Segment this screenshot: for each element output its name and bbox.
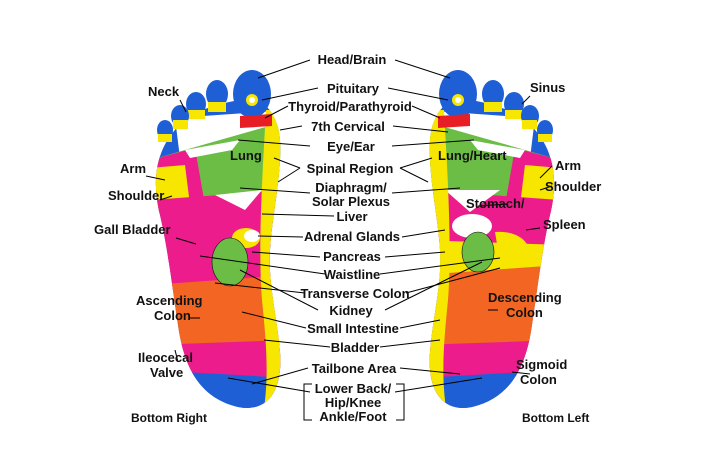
label-bladder: Bladder	[331, 340, 379, 355]
label-diaphragm-1: Diaphragm/	[315, 180, 387, 195]
label-pancreas: Pancreas	[323, 249, 381, 264]
label-ascending-2: Colon	[154, 308, 191, 323]
label-lower-1: Lower Back/	[315, 381, 392, 396]
label-descending-1: Descending	[488, 290, 562, 305]
label-bottom-left: Bottom Left	[522, 411, 589, 425]
labels: Head/Brain Pituitary Thyroid/Parathyroid…	[94, 52, 601, 425]
label-diaphragm-2: Solar Plexus	[312, 194, 390, 209]
label-eye-ear: Eye/Ear	[327, 139, 375, 154]
label-sinus: Sinus	[530, 80, 565, 95]
label-cervical: 7th Cervical	[311, 119, 385, 134]
label-small-intestine: Small Intestine	[307, 321, 399, 336]
label-waistline: Waistline	[324, 267, 381, 282]
label-arm-right-foot: Arm	[120, 161, 146, 176]
label-kidney: Kidney	[329, 303, 373, 318]
label-neck: Neck	[148, 84, 180, 99]
label-head-brain: Head/Brain	[318, 52, 387, 67]
label-lower-3: Ankle/Foot	[319, 409, 387, 424]
label-arm-left-foot: Arm	[555, 158, 581, 173]
label-ascending-1: Ascending	[136, 293, 203, 308]
label-sigmoid-2: Colon	[520, 372, 557, 387]
label-stomach: Stomach/	[466, 196, 525, 211]
label-sigmoid-1: Sigmoid	[516, 357, 567, 372]
label-lower-2: Hip/Knee	[325, 395, 381, 410]
label-shoulder-right-foot: Shoulder	[108, 188, 164, 203]
label-transverse: Transverse Colon	[300, 286, 409, 301]
label-gall-bladder: Gall Bladder	[94, 222, 171, 237]
label-thyroid: Thyroid/Parathyroid	[288, 99, 412, 114]
label-tailbone: Tailbone Area	[312, 361, 397, 376]
label-pituitary: Pituitary	[327, 81, 380, 96]
label-spleen: Spleen	[543, 217, 586, 232]
label-ileocecal-2: Valve	[150, 365, 183, 380]
label-lung: Lung	[230, 148, 262, 163]
label-bottom-right: Bottom Right	[131, 411, 207, 425]
label-ileocecal-1: Ileocecal	[138, 350, 193, 365]
label-adrenal: Adrenal Glands	[304, 229, 400, 244]
label-descending-2: Colon	[506, 305, 543, 320]
label-liver: Liver	[336, 209, 367, 224]
label-shoulder-left-foot: Shoulder	[545, 179, 601, 194]
label-spinal: Spinal Region	[307, 161, 394, 176]
leader-lines	[145, 59, 553, 421]
label-lung-heart: Lung/Heart	[438, 148, 507, 163]
